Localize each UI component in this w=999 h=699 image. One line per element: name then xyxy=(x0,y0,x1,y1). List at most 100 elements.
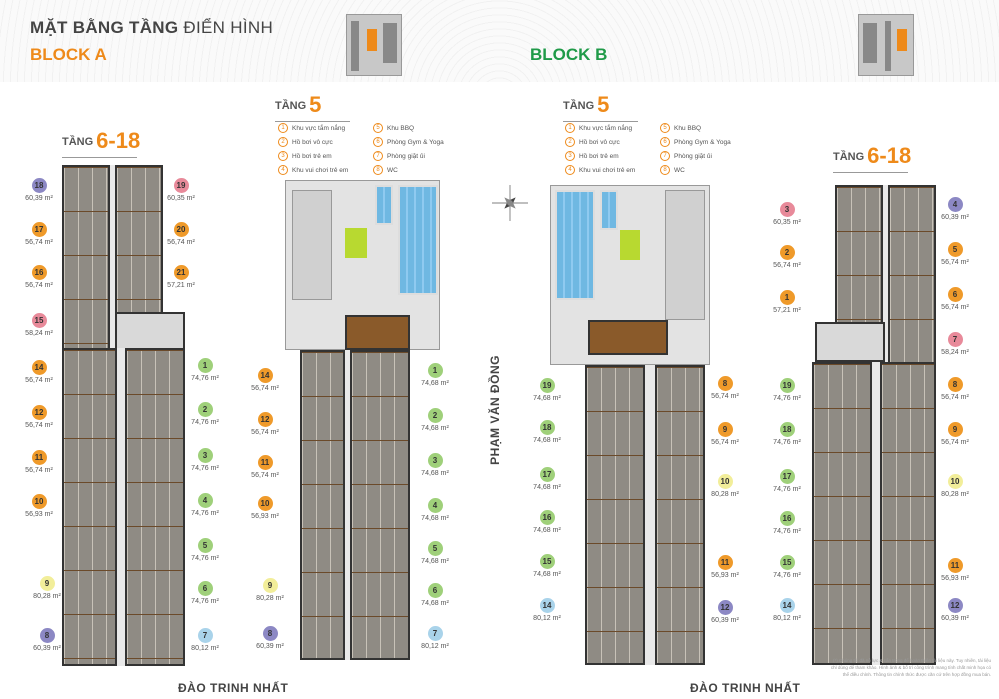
legend-number-badge: 5 xyxy=(660,123,670,133)
unit-number-badge: 12 xyxy=(257,412,273,427)
unit-area: 57,21 m² xyxy=(773,307,801,314)
unit-area: 56,74 m² xyxy=(25,239,53,246)
unit-area: 56,74 m² xyxy=(251,385,279,392)
unit-number-badge: 12 xyxy=(717,600,733,615)
unit-number-badge: 15 xyxy=(539,554,555,569)
unit-number-badge: 1 xyxy=(779,290,795,305)
unit-label-block-a-typical-11: 11 56,74 m² xyxy=(14,450,64,474)
unit-area: 74,68 m² xyxy=(533,527,561,534)
street-label-block-b: ĐÀO TRINH NHẤT xyxy=(690,681,801,695)
unit-number-badge: 18 xyxy=(31,178,47,193)
unit-area: 56,74 m² xyxy=(941,259,969,266)
legend-number-badge: 6 xyxy=(660,137,670,147)
unit-area: 74,68 m² xyxy=(421,380,449,387)
unit-number-badge: 10 xyxy=(947,474,963,489)
unit-number-badge: 3 xyxy=(197,448,213,463)
unit-area: 56,74 m² xyxy=(25,422,53,429)
unit-number-badge: 9 xyxy=(262,578,278,593)
unit-number-badge: 11 xyxy=(31,450,47,465)
legend-number-badge: 2 xyxy=(278,137,288,147)
legend-label: Khu vực tắm nắng xyxy=(579,124,633,132)
unit-number-badge: 17 xyxy=(31,222,47,237)
unit-number-badge: 5 xyxy=(947,242,963,257)
unit-area: 74,76 m² xyxy=(191,598,219,605)
unit-area: 74,68 m² xyxy=(421,558,449,565)
page-title: MẶT BẰNG TẦNG ĐIỂN HÌNH xyxy=(30,18,274,37)
unit-number-badge: 17 xyxy=(779,469,795,484)
unit-number-badge: 21 xyxy=(173,265,189,280)
unit-area: 58,24 m² xyxy=(25,330,53,337)
unit-area: 56,74 m² xyxy=(941,439,969,446)
unit-area: 80,28 m² xyxy=(33,593,61,600)
unit-area: 56,74 m² xyxy=(25,467,53,474)
unit-area: 56,74 m² xyxy=(711,439,739,446)
unit-label-block-b-typical-10: 10 80,28 m² xyxy=(930,474,980,498)
legend-label: Hồ bơi vô cực xyxy=(579,138,620,146)
legend-number-badge: 1 xyxy=(565,123,575,133)
unit-number-badge: 10 xyxy=(257,496,273,511)
unit-number-badge: 6 xyxy=(947,287,963,302)
unit-label-block-a-typical-12: 12 56,74 m² xyxy=(14,405,64,429)
block-b-title: BLOCK B xyxy=(530,45,608,64)
unit-number-badge: 6 xyxy=(427,583,443,598)
unit-number-badge: 12 xyxy=(947,598,963,613)
unit-area: 74,68 m² xyxy=(421,515,449,522)
unit-area: 74,68 m² xyxy=(421,470,449,477)
unit-label-block-b-floor5-16: 16 74,68 m² xyxy=(522,510,572,534)
legend-number-badge: 3 xyxy=(278,151,288,161)
legend-number-badge: 2 xyxy=(565,137,575,147)
unit-area: 74,68 m² xyxy=(421,425,449,432)
unit-label-block-b-typical-1: 1 57,21 m² xyxy=(762,290,812,314)
block-a-site-thumbnail xyxy=(346,14,402,76)
unit-area: 74,76 m² xyxy=(191,555,219,562)
legend-number-badge: 8 xyxy=(660,165,670,175)
unit-number-badge: 12 xyxy=(31,405,47,420)
unit-number-badge: 16 xyxy=(539,510,555,525)
unit-number-badge: 15 xyxy=(31,313,47,328)
unit-number-badge: 14 xyxy=(257,368,273,383)
legend-number-badge: 5 xyxy=(373,123,383,133)
legend-label: Phòng Gym & Yoga xyxy=(674,138,731,146)
unit-area: 74,76 m² xyxy=(191,375,219,382)
unit-area: 74,68 m² xyxy=(533,437,561,444)
unit-area: 74,68 m² xyxy=(533,571,561,578)
unit-number-badge: 3 xyxy=(779,202,795,217)
unit-label-block-b-typical-5: 5 56,74 m² xyxy=(930,242,980,266)
unit-area: 80,12 m² xyxy=(191,645,219,652)
unit-area: 80,28 m² xyxy=(256,595,284,602)
unit-area: 56,74 m² xyxy=(773,262,801,269)
unit-area: 56,74 m² xyxy=(25,377,53,384)
unit-area: 74,76 m² xyxy=(773,528,801,535)
legend-number-badge: 4 xyxy=(278,165,288,175)
unit-area: 80,28 m² xyxy=(941,491,969,498)
unit-area: 60,35 m² xyxy=(167,195,195,202)
legend-number-badge: 1 xyxy=(278,123,288,133)
unit-area: 56,93 m² xyxy=(251,513,279,520)
